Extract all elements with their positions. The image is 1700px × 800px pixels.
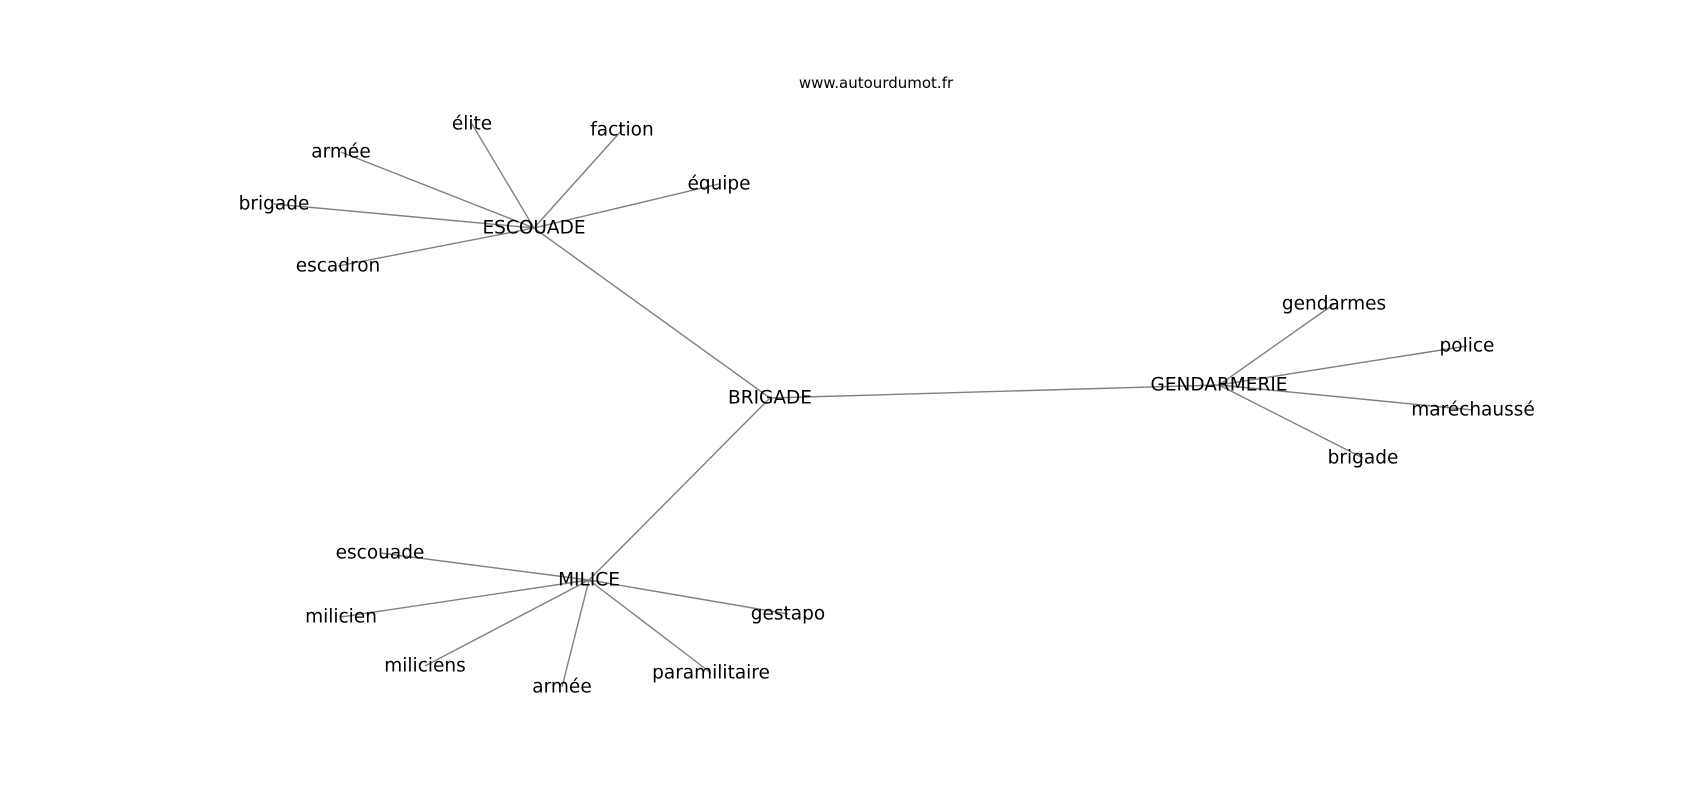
node-leaf-gendarmerie-gendarmes: gendarmes: [1282, 294, 1386, 315]
graph-labels: BRIGADE ESCOUADE élite faction armée équipe br…: [239, 114, 1535, 698]
edge-escouade-equipe: [533, 183, 720, 229]
edge-escouade-escadron: [337, 227, 535, 267]
node-leaf-milice-paramilitaire: paramilitaire: [652, 663, 770, 684]
node-leaf-milice-armee: armée: [532, 677, 591, 698]
edge-escouade-elite: [471, 123, 535, 229]
node-hub-milice: MILICE: [558, 570, 620, 591]
edge-escouade-armee: [340, 151, 535, 229]
edge-gendarmerie-marechausse: [1218, 384, 1474, 411]
node-leaf-escouade-brigade: brigade: [239, 194, 310, 215]
node-hub-gendarmerie: GENDARMERIE: [1151, 375, 1288, 396]
edge-root-escouade: [533, 227, 771, 399]
site-credit: www.autourdumot.fr: [799, 74, 954, 92]
edge-gendarmerie-brigade: [1218, 384, 1364, 459]
edge-escouade-faction: [533, 129, 623, 229]
node-hub-escouade: ESCOUADE: [482, 218, 585, 239]
edge-gendarmerie-police: [1218, 345, 1468, 386]
node-leaf-gendarmerie-police: police: [1440, 336, 1495, 357]
node-leaf-milice-miliciens: miliciens: [384, 656, 466, 677]
node-leaf-escouade-escadron: escadron: [296, 256, 381, 277]
node-leaf-escouade-elite: élite: [452, 114, 492, 135]
node-leaf-milice-milicien: milicien: [305, 607, 377, 628]
edge-milice-armee: [561, 579, 590, 688]
edge-escouade-brigade: [273, 203, 535, 229]
node-leaf-milice-gestapo: gestapo: [751, 604, 825, 625]
node-root-brigade: BRIGADE: [728, 388, 812, 409]
edge-milice-gestapo: [588, 579, 789, 615]
node-leaf-gendarmerie-marechausse: maréchaussé: [1411, 400, 1535, 421]
edge-root-gendarmerie: [769, 384, 1220, 399]
node-leaf-escouade-armee: armée: [311, 142, 370, 163]
node-leaf-milice-escouade: escouade: [336, 543, 425, 564]
edge-root-milice: [588, 397, 771, 581]
edge-milice-miliciens: [424, 579, 590, 667]
node-leaf-escouade-equipe: équipe: [687, 174, 750, 195]
edge-gendarmerie-gendarmes: [1218, 303, 1335, 386]
edge-milice-escouade: [379, 552, 590, 581]
node-leaf-gendarmerie-brigade: brigade: [1328, 448, 1399, 469]
edge-milice-paramilitaire: [588, 579, 712, 674]
graph-edges: [273, 123, 1474, 688]
edge-milice-milicien: [340, 579, 590, 618]
node-leaf-escouade-faction: faction: [590, 120, 653, 141]
